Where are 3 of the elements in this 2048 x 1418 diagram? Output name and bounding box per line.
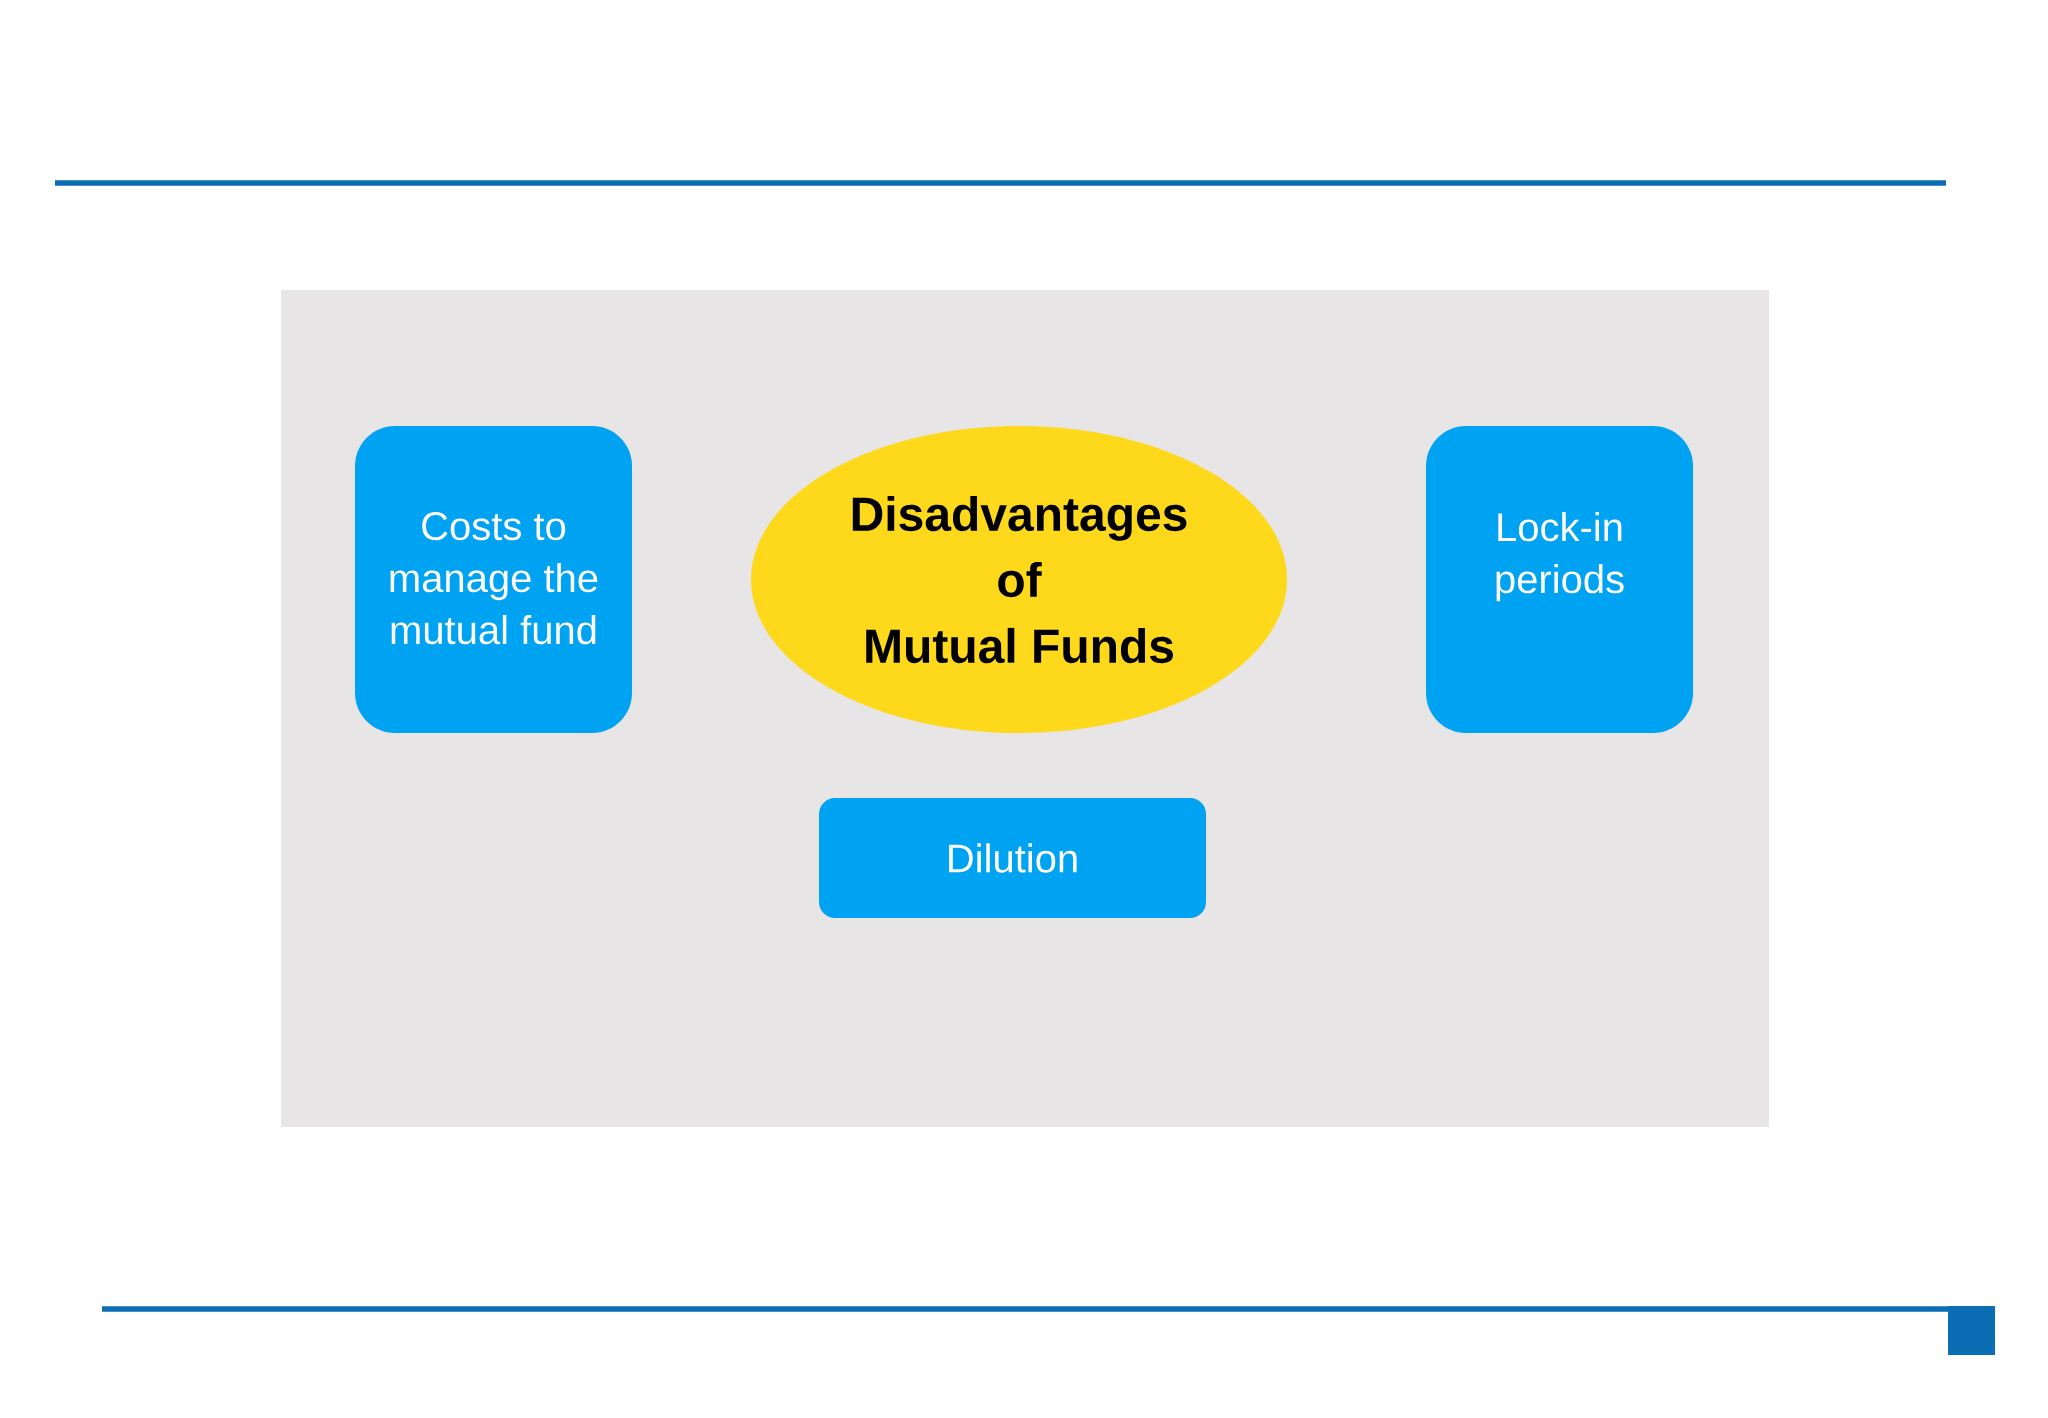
rounded-box: Dilution (819, 798, 1206, 918)
rounded-box: Costs to manage the mutual fund (355, 426, 632, 733)
rounded-box: Lock-in periods (1426, 426, 1694, 733)
